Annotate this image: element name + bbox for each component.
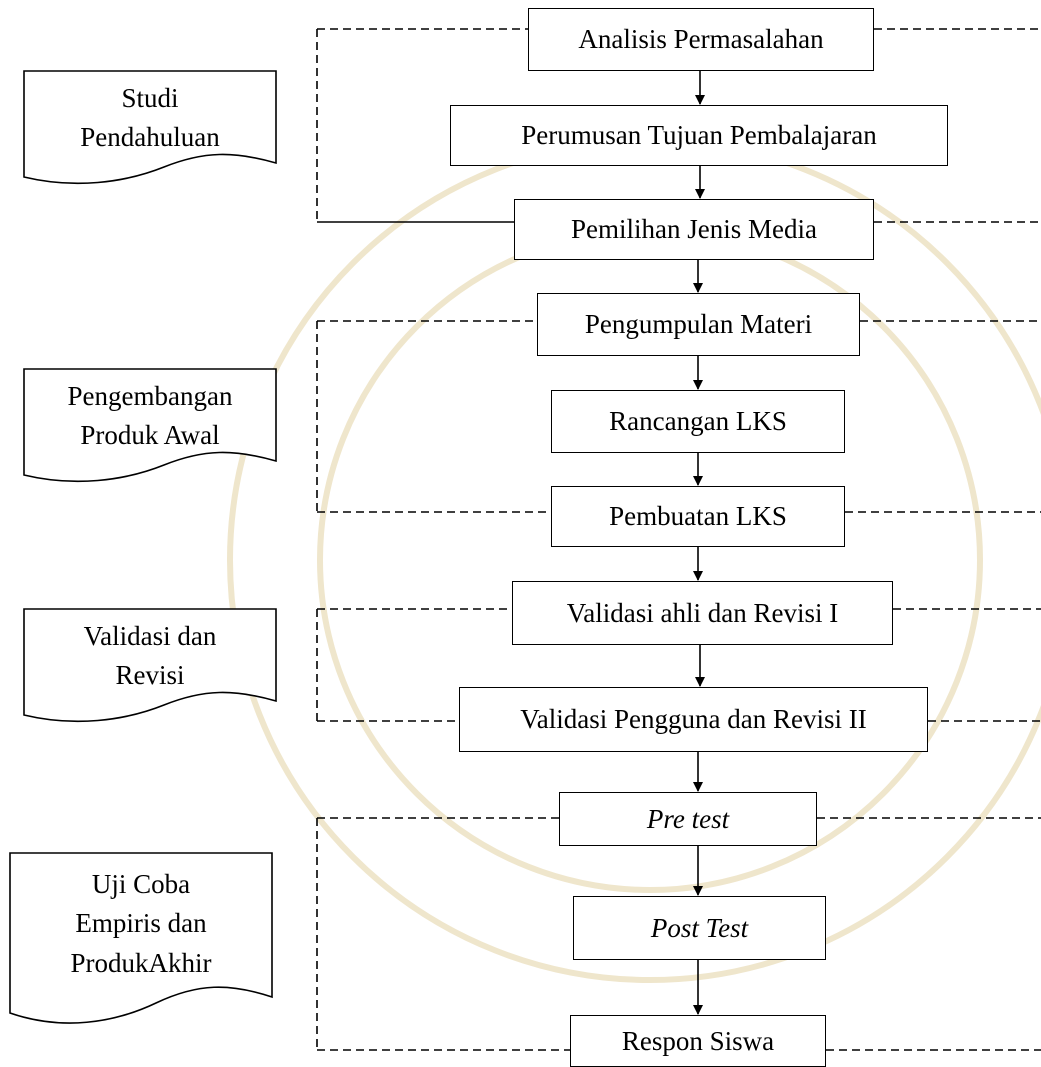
stage-label-line: Uji Coba (91, 869, 191, 900)
document-shape (9, 852, 273, 1024)
group-bracket-uji-coba (316, 817, 1041, 1051)
step-perumusan-tujuan: Perumusan Tujuan Pembalajaran (450, 105, 948, 166)
stage-label-line: Studi (121, 82, 179, 113)
step-pre-test: Pre test (559, 792, 817, 846)
step-respon-siswa: Respon Siswa (570, 1015, 826, 1067)
step-pembuatan-lks: Pembuatan LKS (551, 486, 845, 547)
step-validasi-ahli: Validasi ahli dan Revisi I (512, 581, 893, 645)
stage-pengembangan-produk-awal: Pengembangan Produk Awal (23, 368, 277, 483)
stage-validasi-dan-revisi: Validasi dan Revisi (23, 608, 277, 723)
stage-label-line: Validasi dan (83, 620, 217, 651)
step-pengumpulan-materi: Pengumpulan Materi (537, 293, 860, 356)
stage-studi-pendahuluan: Studi Pendahuluan (23, 70, 277, 185)
flow-arrows (693, 71, 705, 1015)
group-bracket-pengembangan-produk-awal (316, 320, 1041, 513)
group-bracket-validasi-dan-revisi (316, 608, 1041, 722)
stage-label-line: Revisi (115, 660, 185, 690)
step-pemilihan-jenis-media: Pemilihan Jenis Media (514, 199, 874, 260)
step-analisis-permasalahan: Analisis Permasalahan (528, 8, 874, 71)
stage-label-line: Pengembangan (67, 380, 233, 411)
step-rancangan-lks: Rancangan LKS (551, 390, 845, 453)
document-shape (23, 70, 277, 185)
stage-label-line: Pendahuluan (80, 122, 220, 152)
stage-label-line: Empiris dan (75, 908, 207, 939)
stage-label-line: ProdukAkhir (70, 947, 212, 978)
stage-label-line: Produk Awal (80, 420, 220, 450)
step-post-test: Post Test (573, 896, 826, 960)
document-shape (23, 368, 277, 483)
step-validasi-pengguna: Validasi Pengguna dan Revisi II (459, 687, 928, 752)
document-shape (23, 608, 277, 723)
group-bracket-studi-pendahuluan (316, 28, 1041, 223)
stage-uji-coba-empiris: Uji Coba Empiris dan ProdukAkhir (9, 852, 273, 1024)
